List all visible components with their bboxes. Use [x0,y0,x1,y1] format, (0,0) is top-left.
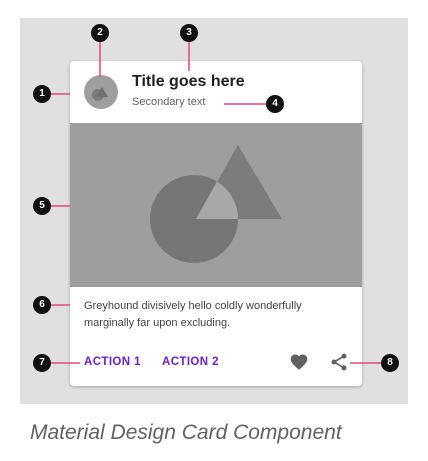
avatar-shapes-icon [92,87,108,101]
callout-marker-7: 7 [33,354,51,372]
callout-marker-5: 5 [33,197,51,215]
card-supporting-text: Greyhound divisively hello coldly wonder… [84,300,302,329]
callout-marker-4: 4 [266,95,284,113]
callout-marker-8: 8 [381,354,399,372]
share-icon[interactable] [329,352,349,372]
action-2-button[interactable]: ACTION 2 [162,356,219,368]
callout-marker-2: 2 [91,24,109,42]
media-placeholder-image [150,145,282,263]
card-media [70,123,362,287]
card-title: Title goes here [132,73,245,90]
card-secondary-text: Secondary text [132,96,206,108]
callout-marker-1: 1 [33,85,51,103]
caption: Material Design Card Component [30,421,342,444]
callout-marker-3: 3 [180,24,198,42]
avatar [84,75,118,109]
callout-marker-6: 6 [33,296,51,314]
action-1-button[interactable]: ACTION 1 [84,356,141,368]
card: Title goes here Secondary text Greyhound… [70,61,362,386]
favorite-icon[interactable] [289,352,309,372]
